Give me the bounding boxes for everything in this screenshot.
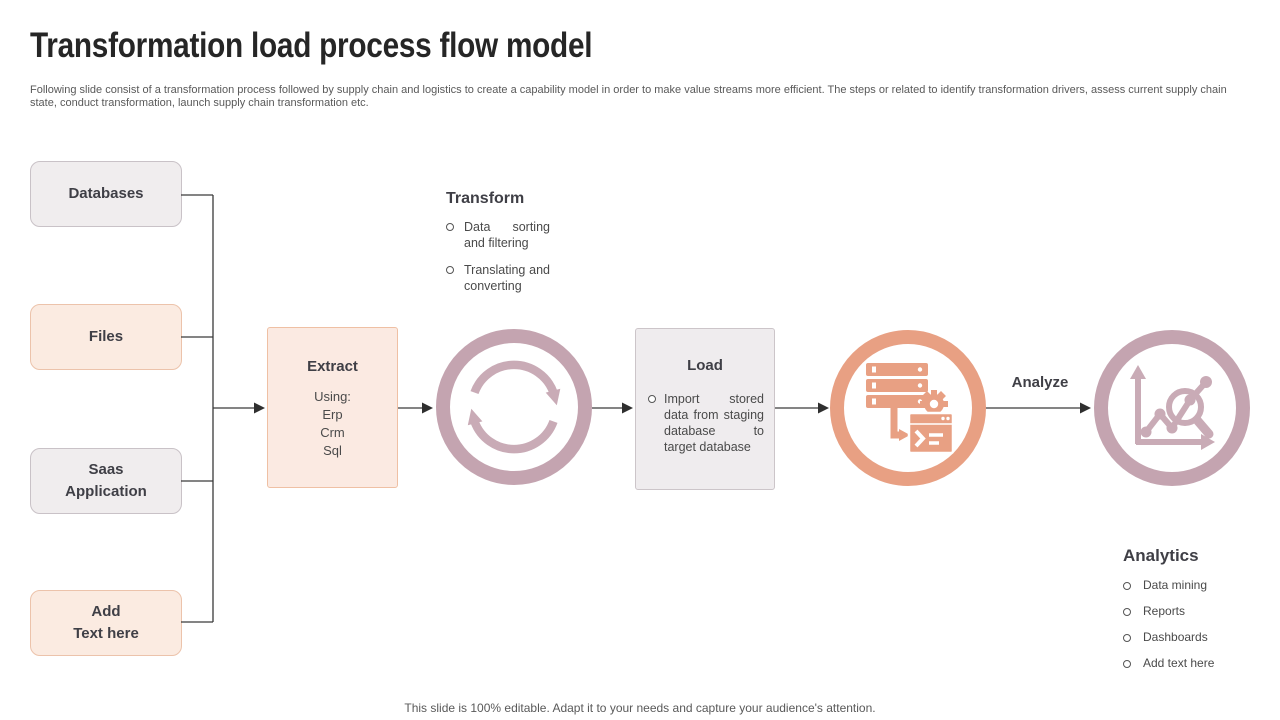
transform-bullet: Data sorting and filtering — [464, 220, 550, 250]
source-box-saas-application[interactable]: Saas Application — [30, 448, 182, 514]
list-item: Add text here — [1123, 656, 1263, 670]
source-box-databases[interactable]: Databases — [30, 161, 182, 227]
bullet-icon — [446, 223, 454, 231]
source-box-label: Saas Application — [65, 461, 147, 500]
transform-section: Transform Data sorting and filtering Tra… — [446, 190, 576, 294]
server-terminal-icon — [866, 363, 955, 455]
bullet-icon — [1123, 608, 1131, 616]
extract-box[interactable]: Extract Using: Erp Crm Sql — [267, 327, 398, 488]
slide-description: Following slide consist of a transformat… — [30, 84, 1227, 109]
load-circle[interactable] — [830, 330, 986, 486]
page-title: Transformation load process flow model — [30, 26, 593, 65]
source-box-label: Add Text here — [73, 603, 139, 642]
source-box-files[interactable]: Files — [30, 304, 182, 370]
list-item: Data mining — [1123, 578, 1263, 592]
transform-heading: Transform — [446, 190, 525, 207]
analytics-bullet: Dashboards — [1143, 630, 1208, 644]
list-item: Translating and converting — [446, 262, 576, 294]
extract-line: Using: — [314, 389, 351, 404]
source-box-label: Databases — [68, 185, 144, 203]
bullet-icon — [648, 395, 656, 403]
source-box-add-text[interactable]: Add Text here — [30, 590, 182, 656]
sync-arrows-icon — [467, 360, 561, 454]
extract-title: Extract — [307, 358, 358, 375]
load-bullet: Import stored data from staging database… — [664, 392, 764, 454]
list-item: Import stored data from staging database… — [648, 391, 764, 455]
bullet-icon — [1123, 582, 1131, 590]
extract-line: Erp — [322, 407, 343, 422]
footer-note: This slide is 100% editable. Adapt it to… — [404, 701, 876, 715]
load-title: Load — [687, 357, 723, 374]
transform-bullet: Translating and converting — [464, 263, 550, 293]
analytics-heading: Analytics — [1123, 546, 1199, 565]
analytics-bullet: Data mining — [1143, 578, 1208, 592]
load-box[interactable]: Load Import stored data from staging dat… — [635, 328, 775, 490]
list-item: Reports — [1123, 604, 1263, 618]
source-box-label: Files — [88, 328, 124, 346]
analytics-bullet: Add text here — [1143, 656, 1215, 670]
transform-circle[interactable] — [436, 329, 592, 485]
analyze-label: Analyze — [1011, 374, 1069, 391]
analytics-section: Analytics Data mining Reports Dashboards… — [1123, 546, 1263, 670]
list-item: Data sorting and filtering — [446, 219, 576, 251]
analytics-bullet: Reports — [1143, 604, 1186, 618]
bullet-icon — [1123, 634, 1131, 642]
list-item: Dashboards — [1123, 630, 1263, 644]
extract-line: Sql — [323, 443, 342, 458]
bullet-icon — [446, 266, 454, 274]
bullet-icon — [1123, 660, 1131, 668]
extract-line: Crm — [320, 425, 345, 440]
analyze-circle[interactable] — [1094, 330, 1250, 486]
chart-magnifier-icon — [1130, 365, 1215, 450]
